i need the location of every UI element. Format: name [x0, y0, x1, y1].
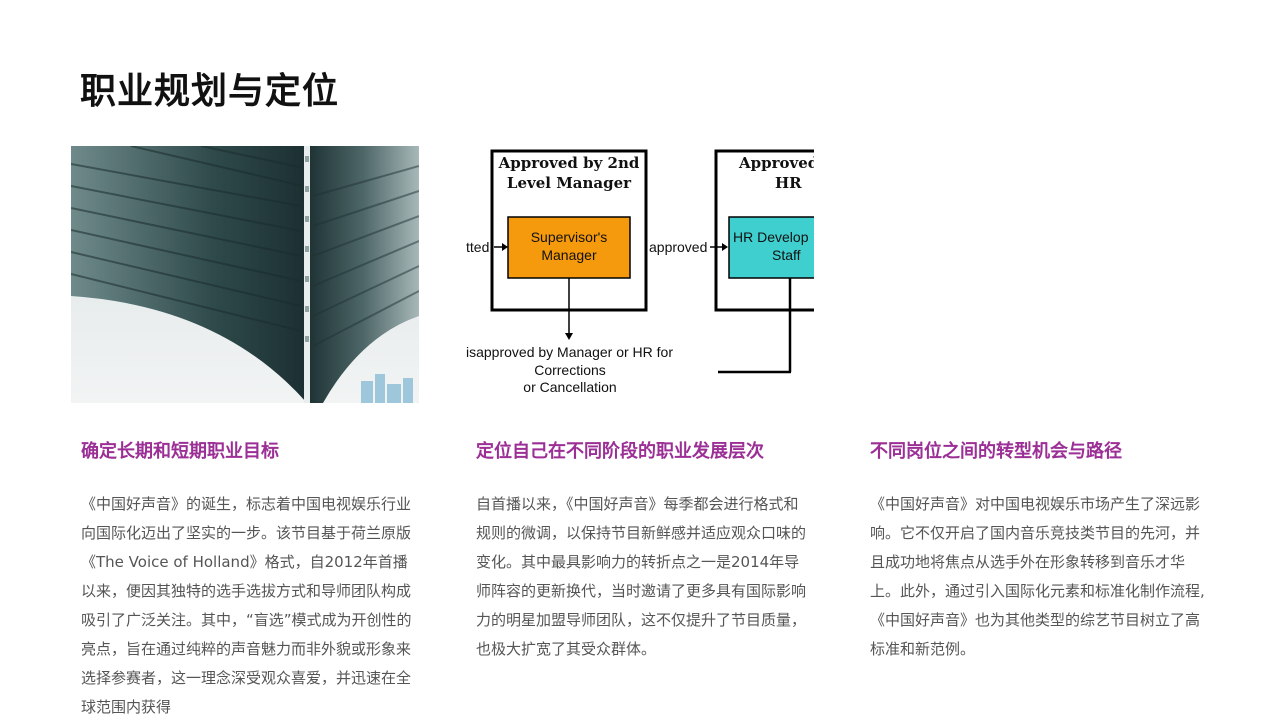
column-heading: 定位自己在不同阶段的职业发展层次 [476, 441, 764, 462]
node1-line2: Manager [541, 247, 597, 263]
column-long-short-goals: 确定长期和短期职业目标 《中国好声音》的诞生，标志着中国电视娱乐行业向国际化迈出… [81, 440, 416, 722]
approval-flow-diagram: Approved by 2nd Level Manager Approved b… [464, 146, 814, 403]
column-heading: 确定长期和短期职业目标 [81, 441, 279, 462]
incoming-label: tted [466, 239, 489, 255]
column-body: 《中国好声音》的诞生，标志着中国电视娱乐行业向国际化迈出了坚实的一步。该节目基于… [81, 495, 412, 716]
node-hr-development-staff [728, 216, 814, 279]
column-body: 自首播以来，《中国好声音》每季都会进行格式和规则的微调，以保持节目新鲜感并适应观… [476, 495, 807, 658]
stage-box-hr [714, 149, 814, 312]
arrow-head-icon [722, 243, 728, 251]
node-supervisors-manager [507, 216, 631, 279]
arrow-head-icon [502, 243, 508, 251]
column-career-stages: 定位自己在不同阶段的职业发展层次 自首播以来，《中国好声音》每季都会进行格式和规… [476, 440, 811, 664]
stage2-title-line2: HR [775, 174, 802, 192]
disapproved-line2: Corrections [534, 362, 606, 378]
bridge-photo [71, 146, 419, 403]
stage1-title-line2: Level Manager [507, 174, 632, 192]
node1-line1: Supervisor's [531, 229, 608, 245]
column-role-transition: 不同岗位之间的转型机会与路径 《中国好声音》对中国电视娱乐市场产生了深远影响。它… [870, 440, 1205, 664]
column-body: 《中国好声音》对中国电视娱乐市场产生了深远影响。它不仅开启了国内音乐竞技类节目的… [870, 495, 1205, 658]
disapproved-line3: or Cancellation [523, 379, 616, 395]
page-title: 职业规划与定位 [80, 71, 340, 112]
flowchart-graphic: Approved by 2nd Level Manager Approved b… [466, 149, 814, 395]
node2-line1: HR Develop [733, 229, 809, 245]
bridge-underside-photo-icon [71, 146, 419, 403]
arrow-down-icon [565, 333, 573, 340]
stage2-title-line1: Approved b [738, 154, 814, 172]
stage1-title-line1: Approved by 2nd [498, 154, 640, 172]
column-heading: 不同岗位之间的转型机会与路径 [870, 441, 1122, 462]
node2-line2: Staff [772, 247, 801, 263]
disapproved-line1: isapproved by Manager or HR for [466, 344, 673, 360]
approved-label: approved [649, 239, 707, 255]
